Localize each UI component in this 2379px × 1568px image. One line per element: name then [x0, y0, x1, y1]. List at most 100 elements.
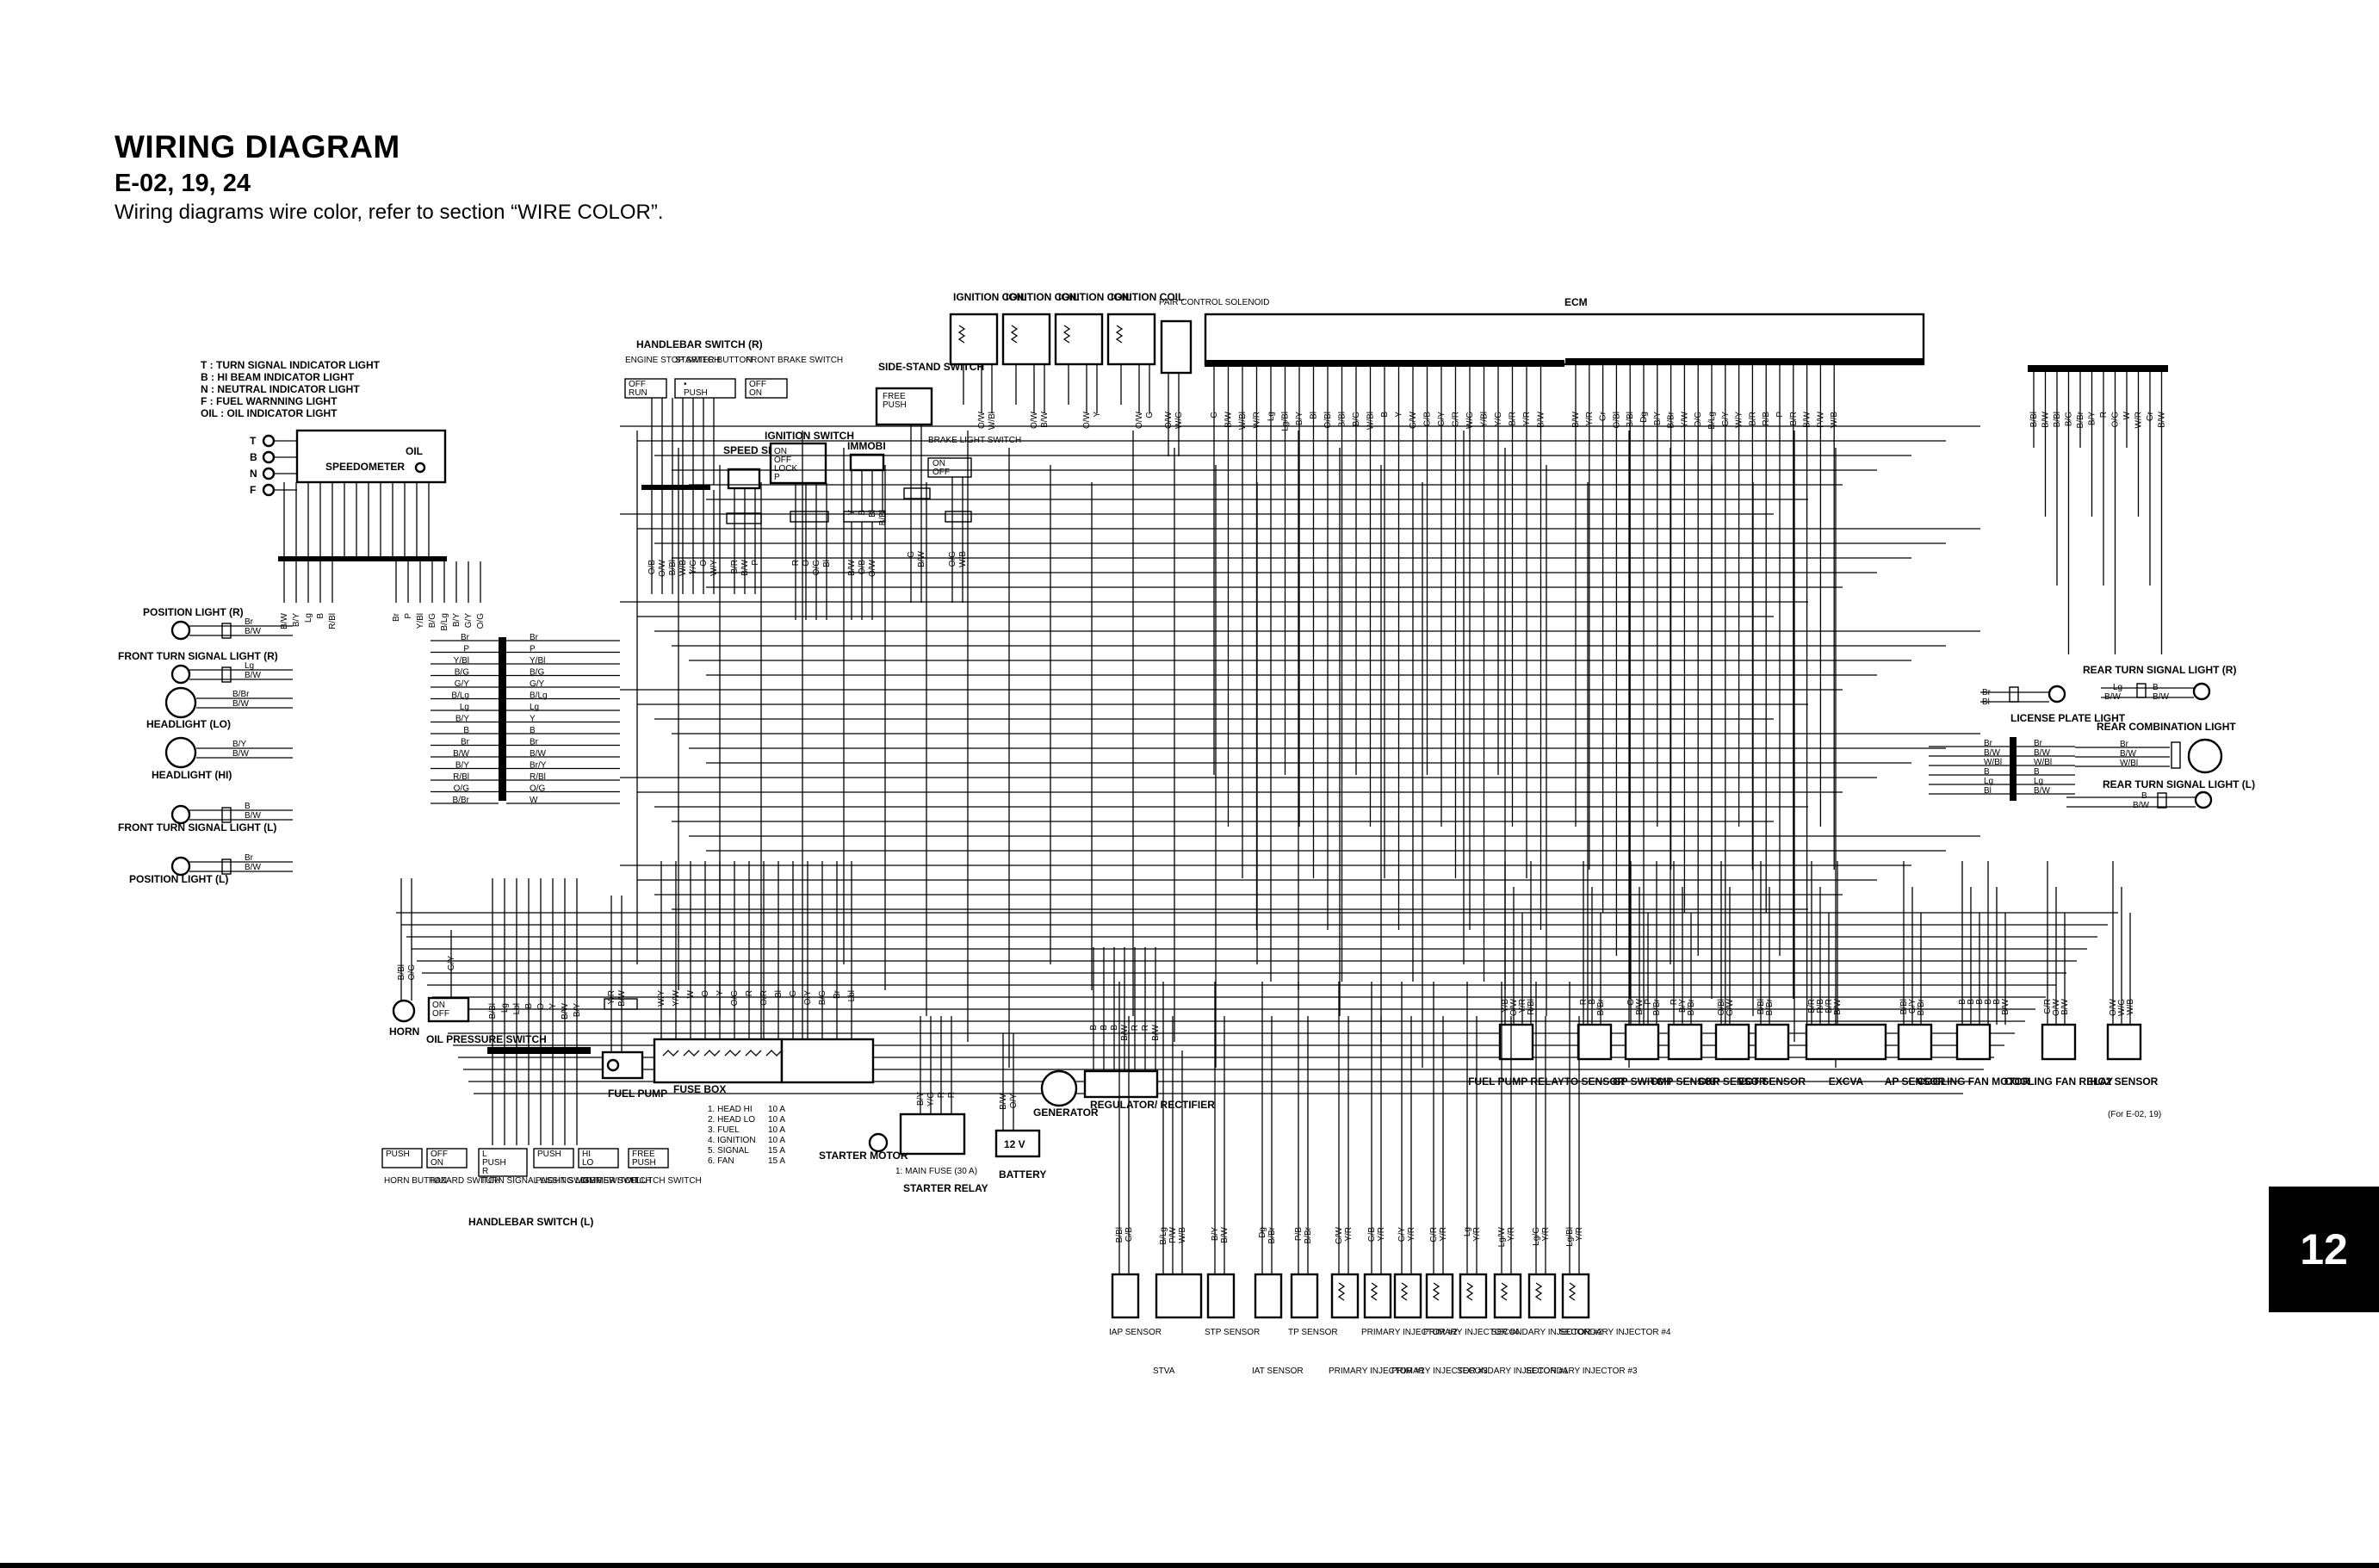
wire-color-label: Y: [847, 510, 857, 516]
injector-icon: [1500, 1282, 1509, 1301]
switch-state: OFF: [629, 380, 646, 389]
wire-color-label: B: [1100, 1025, 1109, 1031]
wire-color-label: B/W: [2034, 748, 2050, 758]
wire-color-label: B/Br: [453, 796, 470, 805]
wire-color-label: P: [463, 645, 469, 654]
sensor-label: SECONDARY INJECTOR #3: [1526, 1367, 1638, 1376]
wire-color-label: G: [789, 990, 798, 997]
wire-color-label: G/Y: [1437, 412, 1447, 427]
wire-color-label: B: [1984, 767, 1990, 777]
wire-color-label: Y/Bl: [454, 656, 469, 666]
wire-color-label: B/W: [245, 627, 261, 636]
switch-box: [426, 1148, 468, 1168]
wire-color-label: B/Br: [1667, 411, 1676, 428]
fuse-rating: 15 A: [768, 1156, 785, 1166]
wire-color-label: B/R: [730, 560, 740, 574]
wire-color-label: Y/R: [1407, 1227, 1416, 1242]
rear-light: REAR TURN SIGNAL LIGHT (L)BB/W: [2066, 778, 2255, 810]
injector-icon: [1465, 1282, 1474, 1301]
switch-state: PUSH: [684, 388, 708, 398]
wire-color-label: W/Y: [709, 560, 719, 576]
sensor-box: [1561, 1273, 1590, 1319]
indicator-lamp-icon: [262, 467, 276, 480]
wire-color-label: B/W: [245, 863, 261, 872]
fuse-icon: [765, 1050, 783, 1057]
ecm-connector-c: [2028, 365, 2168, 372]
wire-color-label: Br: [245, 617, 254, 627]
wire-color-label: R/Bl: [530, 772, 546, 782]
wire-color-label: Y/R: [1344, 1227, 1354, 1242]
switch-label: CLUTCH SWITCH: [630, 1176, 702, 1186]
injector-icon: [1432, 1282, 1440, 1301]
wire-color-label: B/G: [818, 990, 827, 1005]
wire-color-label: O: [802, 560, 811, 567]
switch-state: L: [482, 1150, 487, 1159]
light-label: REAR TURN SIGNAL LIGHT (R): [2083, 664, 2236, 676]
fuse-box-main: [780, 1038, 875, 1084]
bulb-icon: [2048, 685, 2066, 703]
switch-state: OFF: [432, 1009, 449, 1019]
wire-color-label: B/G: [428, 613, 437, 628]
wire-color-label: Y: [1093, 412, 1102, 418]
coil-label: IGNITION COIL: [953, 291, 1026, 303]
wire-color-label: O/Bl: [1612, 412, 1621, 428]
ecm-box: [1204, 313, 1925, 366]
wire-color-label: B/Bl: [1626, 412, 1635, 427]
fuse-rating: 10 A: [768, 1125, 785, 1135]
component-label: FUSE BOX: [673, 1083, 726, 1095]
switch-state: OFF: [749, 380, 766, 389]
starter-motor-icon: [868, 1132, 889, 1153]
wire-color-label: B/R: [1789, 412, 1799, 426]
wire-color-label: B/Br: [1917, 998, 1926, 1015]
wire-color-label: O/W: [658, 559, 667, 577]
wire-color-label: B/W: [2120, 749, 2136, 759]
ecm-label: ECM: [1564, 296, 1588, 308]
wire-color-label: B/W: [1984, 748, 2000, 758]
sensor-label: IAP SENSOR: [1109, 1328, 1162, 1337]
indicator-label: B: [250, 451, 257, 463]
rear-light: REAR TURN SIGNAL LIGHT (R)LgB/WBB/W: [2083, 664, 2236, 702]
generator-icon: [1040, 1069, 1078, 1107]
starter-relay-box: [899, 1112, 966, 1156]
wire-color-label: B: [1089, 1025, 1099, 1031]
wire-color-label: B/Y: [455, 715, 469, 724]
wire-color-label: W: [530, 796, 538, 805]
wire-color-label: W/Bl: [1984, 758, 2002, 767]
switch-box: [381, 1148, 423, 1168]
wire-color-label: B/Br: [1596, 998, 1606, 1015]
light-label: POSITION LIGHT (L): [129, 873, 228, 885]
wire-color-label: B/Y: [452, 613, 462, 627]
wire-color-label: G/R: [1429, 1227, 1439, 1243]
wire-color-label: G/B: [1423, 412, 1433, 427]
wire-color-label: O/G: [530, 784, 546, 794]
wire-color-label: W/B: [958, 551, 968, 567]
wire-color-label: B/W: [2060, 998, 2070, 1014]
wire-color-label: W/B: [2126, 999, 2135, 1015]
wire-color-label: P/W: [1816, 411, 1825, 427]
fuse-box: [653, 1038, 784, 1084]
horn-icon: [392, 999, 416, 1023]
front-light: POSITION LIGHT (R)BrB/W: [143, 606, 293, 641]
fuse-rating: 15 A: [768, 1146, 785, 1156]
coil-label: IGNITION COIL: [1058, 291, 1131, 303]
wire-color-label: Br: [2120, 740, 2129, 749]
switch-state: LO: [582, 1158, 594, 1168]
rear-lights: REAR TURN SIGNAL LIGHT (R)LgB/WBB/WLICEN…: [1980, 664, 2255, 810]
wire-color-label: Y: [716, 990, 725, 996]
connector: [221, 858, 232, 875]
wire-color-label: O/G: [730, 990, 740, 1007]
wire-color-label: G/Y: [1908, 999, 1917, 1014]
wire-color-label: Y/R: [1575, 1227, 1584, 1242]
wire-color-label: O/W: [1135, 411, 1144, 429]
wire-color-label: W/Bl: [2120, 759, 2138, 768]
wire-color-label: R: [1131, 1025, 1140, 1031]
wire-color-label: B/W: [1833, 998, 1843, 1014]
wire-color-label: Dg: [1639, 412, 1649, 423]
switch-state: •: [684, 380, 687, 389]
wire-color-label: Br: [461, 738, 470, 747]
